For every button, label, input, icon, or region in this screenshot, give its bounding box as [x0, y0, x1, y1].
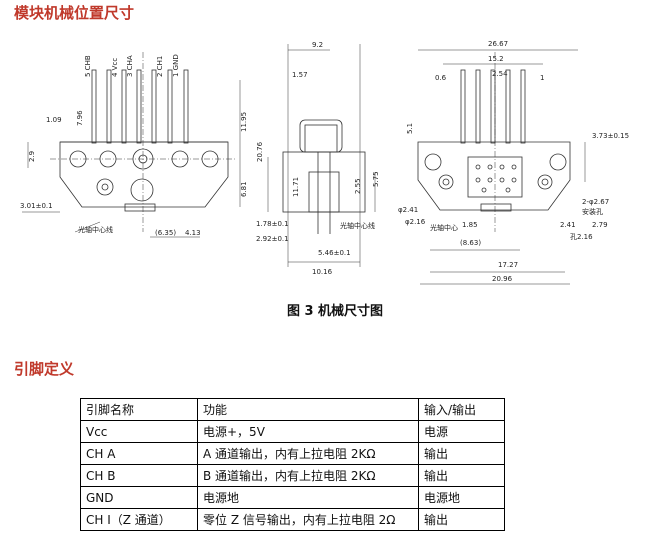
dim-label: 2.55 [354, 178, 362, 194]
cell-pin-name: GND [80, 486, 198, 509]
dim-label: 2.41 [560, 221, 576, 229]
cell-pin-name: CH B [80, 464, 198, 487]
dim-label: 0.6 [435, 74, 447, 82]
pin-label: 1 GND [172, 54, 180, 77]
dim-label: 2.9 [28, 151, 36, 162]
dim-label: 1 [540, 74, 544, 82]
table-header-row: 引脚名称 功能 输入/输出 [80, 398, 505, 421]
dim-label: 26.67 [488, 40, 508, 48]
rear-view-right [417, 49, 586, 285]
dim-label: 2.92±0.1 [256, 235, 289, 243]
table-row: GND 电源地 电源地 [80, 486, 505, 509]
dim-label: (6.35) [155, 229, 176, 237]
dim-label: 2.79 [592, 221, 608, 229]
cell-pin-name: CH A [80, 442, 198, 465]
front-view-left [22, 52, 241, 238]
side-view [267, 44, 376, 267]
dim-label: 2.54 [492, 70, 508, 78]
dim-label: 光轴中心线 [340, 221, 375, 230]
cell-function: B 通道输出，内有上拉电阻 2KΩ [197, 464, 419, 487]
cell-io: 输出 [418, 508, 505, 531]
dim-label: 1.78±0.1 [256, 220, 289, 228]
pin-label: 5 CHB [84, 55, 92, 77]
mechanical-drawing: 5 CHB 4 Vcc 3 CHA 2 CH1 1 GND 7.96 1.09 … [20, 40, 629, 285]
cell-function: 零位 Z 信号输出，内有上拉电阻 2Ω [197, 508, 419, 531]
dim-label: 10.16 [312, 268, 333, 276]
cell-io: 输出 [418, 464, 505, 487]
cell-io: 输出 [418, 442, 505, 465]
pin-table: 引脚名称 功能 输入/输出 Vcc 电源+，5V 电源 CH A A 通道输出，… [80, 398, 505, 531]
pin-label: 3 CHA [126, 55, 134, 77]
dim-label: φ2.41 [398, 206, 418, 214]
cell-pin-name: Vcc [80, 420, 198, 443]
dim-label: 5.46±0.1 [318, 249, 351, 257]
dim-label: 5.75 [372, 171, 380, 187]
dim-label: 20.96 [492, 275, 513, 283]
cell-function: 电源地 [197, 486, 419, 509]
header-io: 输入/输出 [418, 398, 505, 421]
dim-label: 安装孔 [582, 207, 603, 216]
dim-label: 3.73±0.15 [592, 132, 629, 140]
dim-label: 7.96 [76, 110, 84, 126]
pin-label: 2 CH1 [156, 56, 164, 77]
dim-label: 6.81 [240, 181, 248, 197]
dim-label: 20.76 [256, 141, 264, 162]
table-row: CH B B 通道输出，内有上拉电阻 2KΩ 输出 [80, 464, 505, 487]
figure-caption: 图 3 机械尺寸图 [286, 304, 384, 319]
dim-label: 3.01±0.1 [20, 202, 53, 210]
dim-label: 光轴中心线 [78, 225, 113, 234]
header-function: 功能 [197, 398, 419, 421]
dim-label: 11.71 [292, 177, 300, 197]
dim-label: 17.27 [498, 261, 518, 269]
section-title-pin-definition: 引脚定义 [14, 360, 75, 378]
cell-function: A 通道输出，内有上拉电阻 2KΩ [197, 442, 419, 465]
dim-label: 光轴中心 [430, 223, 458, 232]
cell-io: 电源地 [418, 486, 505, 509]
table-row: CH I（Z 通道） 零位 Z 信号输出，内有上拉电阻 2Ω 输出 [80, 508, 505, 531]
table-row: Vcc 电源+，5V 电源 [80, 420, 505, 443]
cell-function: 电源+，5V [197, 420, 419, 443]
cell-pin-name: CH I（Z 通道） [80, 508, 198, 531]
dim-label: 4.13 [185, 229, 201, 237]
dim-label: 5.1 [406, 123, 414, 134]
table-row: CH A A 通道输出，内有上拉电阻 2KΩ 输出 [80, 442, 505, 465]
dim-label: 孔2.16 [570, 233, 593, 241]
section-title-mechanical: 模块机械位置尺寸 [14, 4, 135, 22]
dim-label: 9.2 [312, 41, 323, 49]
header-pin-name: 引脚名称 [80, 398, 198, 421]
dim-label: (8.63) [460, 239, 481, 247]
dim-label: 1.85 [462, 221, 478, 229]
dim-label: 1.09 [46, 116, 62, 124]
dim-label: 15.2 [488, 55, 504, 63]
dim-label: 2-φ2.67 [582, 198, 609, 206]
dim-label: 1.57 [292, 71, 308, 79]
dim-label: φ2.16 [405, 218, 426, 226]
dim-label: 11.95 [240, 112, 248, 132]
pin-label: 4 Vcc [111, 58, 119, 77]
cell-io: 电源 [418, 420, 505, 443]
